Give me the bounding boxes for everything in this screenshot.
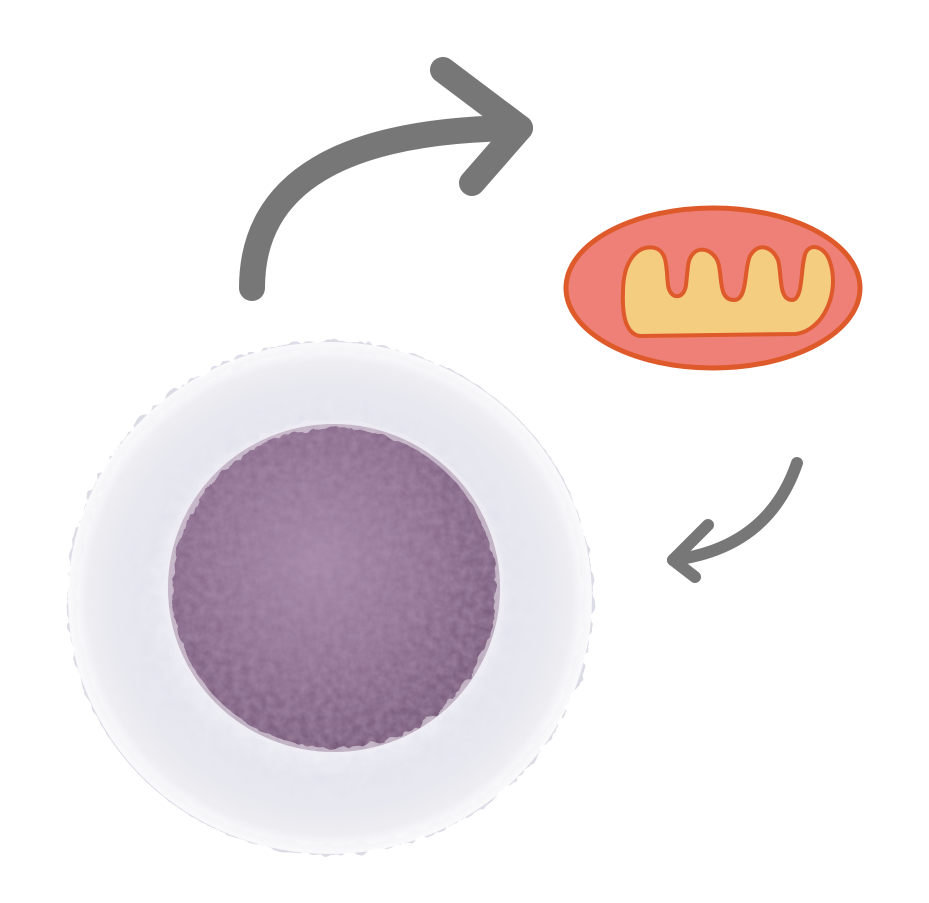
curved-arrow-left-icon xyxy=(667,457,803,583)
mitochondrion-icon xyxy=(563,205,863,371)
cell-nucleus xyxy=(168,424,500,752)
curved-arrow-right-icon xyxy=(239,57,533,301)
cell-illustration xyxy=(67,341,593,855)
